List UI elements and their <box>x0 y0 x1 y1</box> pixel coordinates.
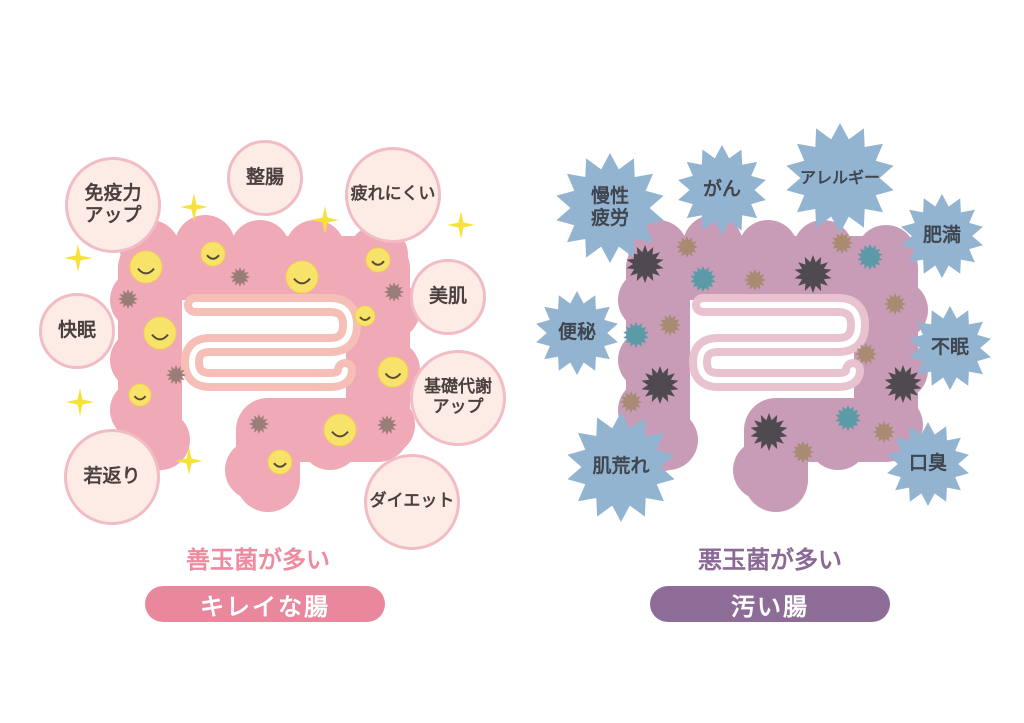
bad-bacteria-icon <box>230 267 250 287</box>
neutral-bacteria-icon <box>676 236 698 258</box>
bad-bacteria-icon <box>641 366 679 404</box>
problem-allergy: アレルギー <box>785 123 895 233</box>
bad-bacteria-icon <box>377 415 397 435</box>
neutral-bacteria-icon <box>620 391 642 413</box>
smile <box>137 267 155 275</box>
neutral-bacteria-icon <box>873 421 895 443</box>
problem-chronic-fatigue: 慢性 疲労 <box>555 153 665 263</box>
intestine-lump <box>618 270 678 330</box>
burst-shape <box>887 422 969 506</box>
burst-shape <box>678 145 766 235</box>
benefit-bowel: 整腸 <box>227 140 303 216</box>
rectum <box>247 470 269 500</box>
smile <box>331 430 349 438</box>
neutral-bacteria-icon <box>884 293 906 315</box>
bad-bacteria-icon <box>884 365 922 403</box>
smile <box>273 462 287 468</box>
dirty-gut-label: 汚い腸 <box>650 586 890 622</box>
good-bacteria-smiley-icon <box>128 383 152 407</box>
sparkle-icon <box>447 211 475 239</box>
bad-bacteria-icon <box>249 414 269 434</box>
clean-gut-label: キレイな腸 <box>145 586 385 622</box>
neutral-bacteria-icon <box>792 441 814 463</box>
burst-shape <box>567 412 675 522</box>
bad-bacteria-icon <box>384 282 404 302</box>
neutral-bacteria-icon <box>855 343 877 365</box>
problem-insomnia: 不眠 <box>908 306 992 390</box>
problem-bad-breath: 口臭 <box>886 422 970 506</box>
bad-bacteria-icon <box>835 405 861 431</box>
bad-bacteria-caption: 悪玉菌が多い <box>698 546 842 574</box>
benefit-immunity: 免疫力 アップ <box>65 157 161 253</box>
good-bacteria-smiley-icon <box>267 449 293 475</box>
good-bacteria-smiley-icon <box>377 356 409 388</box>
problem-obesity: 肥満 <box>900 194 984 278</box>
smile <box>371 260 385 266</box>
good-bacteria-smiley-icon <box>200 241 226 267</box>
bad-bacteria-icon <box>857 244 883 270</box>
good-bacteria-smiley-icon <box>365 247 391 273</box>
bad-bacteria-icon <box>750 413 788 451</box>
burst-shape <box>556 153 664 263</box>
good-bacteria-smiley-icon <box>354 305 376 327</box>
intestine-lump <box>738 220 798 280</box>
benefit-less-fatigue: 疲れにくい <box>345 147 441 243</box>
intestine-lump <box>110 270 170 330</box>
small-intestine-inner <box>188 302 354 383</box>
problem-rough-skin: 肌荒れ <box>566 412 676 522</box>
benefit-youth: 若返り <box>64 429 160 525</box>
bad-bacteria-icon <box>794 255 832 293</box>
benefit-diet: ダイエット <box>364 454 460 550</box>
good-bacteria-caption: 善玉菌が多い <box>186 546 330 574</box>
smile <box>151 333 169 341</box>
bad-bacteria-icon <box>118 289 138 309</box>
clean-intestine-illustration <box>64 193 475 512</box>
benefit-skin: 美肌 <box>410 259 486 335</box>
burst-shape <box>901 194 983 278</box>
sparkle-icon <box>180 193 208 221</box>
bad-bacteria-icon <box>626 245 664 283</box>
burst-shape <box>909 306 991 390</box>
sparkle-icon <box>64 244 92 272</box>
problem-cancer: がん <box>677 145 767 235</box>
smile <box>206 254 220 260</box>
good-bacteria-smiley-icon <box>285 260 319 294</box>
smile <box>293 277 311 285</box>
sparkle-icon <box>66 388 94 416</box>
problem-constipation: 便秘 <box>535 291 619 375</box>
smile <box>384 372 402 379</box>
benefit-sleep: 快眠 <box>39 293 115 369</box>
bad-bacteria-icon <box>690 266 716 292</box>
neutral-bacteria-icon <box>831 232 853 254</box>
intestine-lump <box>230 220 290 280</box>
bad-bacteria-icon <box>166 365 186 385</box>
neutral-bacteria-icon <box>744 269 766 291</box>
rectum <box>755 470 777 500</box>
bad-bacteria-icon <box>623 322 649 348</box>
dirty-intestine-illustration <box>618 215 928 512</box>
benefit-metabolism: 基礎代謝 アップ <box>410 350 506 446</box>
good-bacteria-smiley-icon <box>129 250 163 284</box>
intestine-lump <box>856 225 916 285</box>
small-intestine-inner <box>696 302 862 383</box>
burst-shape <box>536 291 618 375</box>
intestine-lump <box>863 395 923 455</box>
sparkle-icon <box>175 447 203 475</box>
intestine-lump <box>683 215 743 275</box>
good-bacteria-smiley-icon <box>323 413 357 447</box>
smile <box>133 395 147 401</box>
good-bacteria-smiley-icon <box>143 316 177 350</box>
intestine-lump <box>360 280 420 340</box>
burst-shape <box>786 123 894 233</box>
neutral-bacteria-icon <box>659 314 681 336</box>
sparkle-icon <box>311 206 339 234</box>
smile <box>359 316 371 321</box>
